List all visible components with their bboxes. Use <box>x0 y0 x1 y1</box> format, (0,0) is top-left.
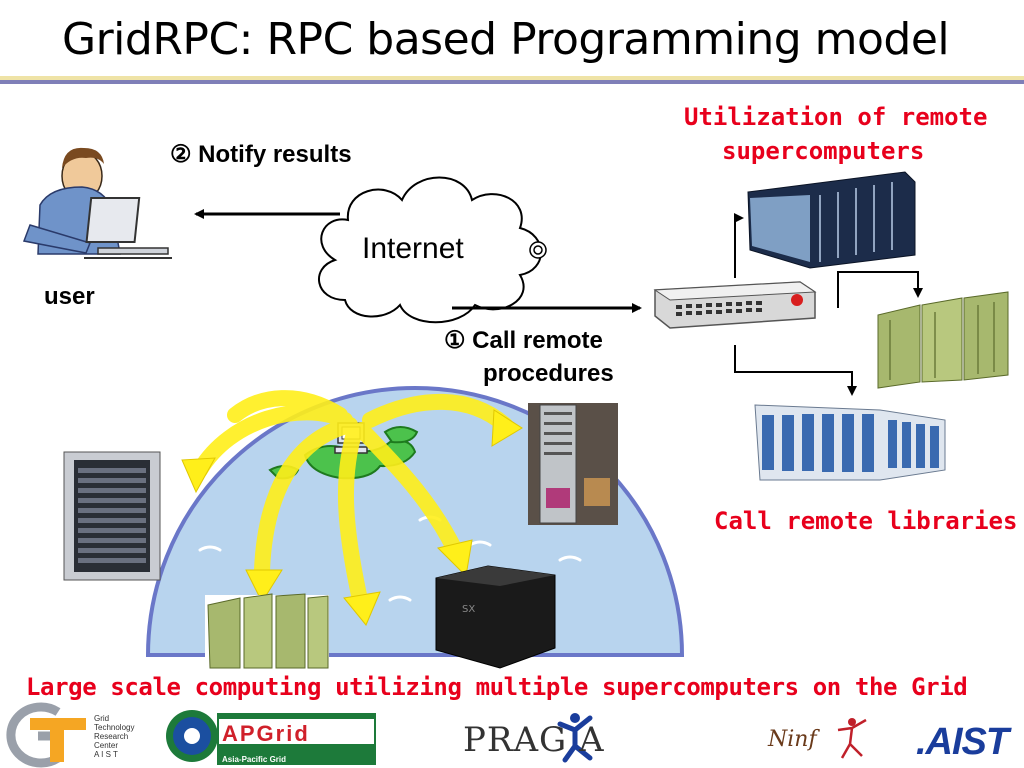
router-connectors <box>734 213 923 396</box>
supercomputer-row <box>754 404 946 481</box>
title-rule-blue <box>0 80 1024 84</box>
server-rack-photo-right <box>528 403 618 525</box>
supercomputer-dark <box>747 171 916 269</box>
call-procedures-label-line2: procedures <box>483 360 614 387</box>
ninf-logo-text: Ninf <box>768 727 817 752</box>
internet-label: Internet <box>362 232 464 265</box>
slide-title: GridRPC: RPC based Programming model <box>62 14 950 65</box>
gtrc-line: A I S T <box>94 750 118 759</box>
utilization-label-line2: supercomputers <box>722 137 925 165</box>
notify-results-label: ② Notify results <box>170 141 352 168</box>
title-rule-gold <box>0 76 1024 80</box>
aist-logo-text: .AIST <box>916 721 1009 763</box>
call-procedures-label-line1: ① Call remote <box>444 327 603 354</box>
gtrc-line: Research <box>94 732 129 741</box>
apgrid-logo: APGrid <box>166 710 376 765</box>
gtrc-logo-text: Grid Technology Research Center A I S T <box>94 714 134 759</box>
green-racks-globe <box>205 593 329 669</box>
gtrc-line: Technology <box>94 723 135 732</box>
network-switch <box>653 281 817 329</box>
black-supercomputer: SX <box>435 565 556 669</box>
green-server-cluster <box>877 291 1009 389</box>
gtrc-line: Grid <box>94 714 110 723</box>
server-rack-photo-left <box>63 451 161 581</box>
pragma-dancer-icon <box>557 713 593 763</box>
svg-text:APGrid: APGrid <box>222 721 310 746</box>
utilization-label-line1: Utilization of remote <box>684 103 988 131</box>
svg-text:SX: SX <box>462 604 475 615</box>
apgrid-subtitle: Asia-Pacific Grid <box>222 755 287 764</box>
grid-yellow-arrows <box>192 390 513 608</box>
logo-strip: APGrid <box>6 702 867 768</box>
internet-cloud <box>318 176 542 324</box>
gtrc-line: Center <box>94 741 119 750</box>
user-label: user <box>44 283 95 310</box>
call-libraries-label: Call remote libraries <box>714 507 1018 535</box>
user-figure <box>22 147 172 259</box>
gtrc-logo <box>6 702 86 768</box>
pragma-logo-text: PRAG A <box>463 720 605 760</box>
ninf-figure-icon <box>837 718 867 759</box>
grid-computing-caption: Large scale computing utilizing multiple… <box>26 673 968 701</box>
